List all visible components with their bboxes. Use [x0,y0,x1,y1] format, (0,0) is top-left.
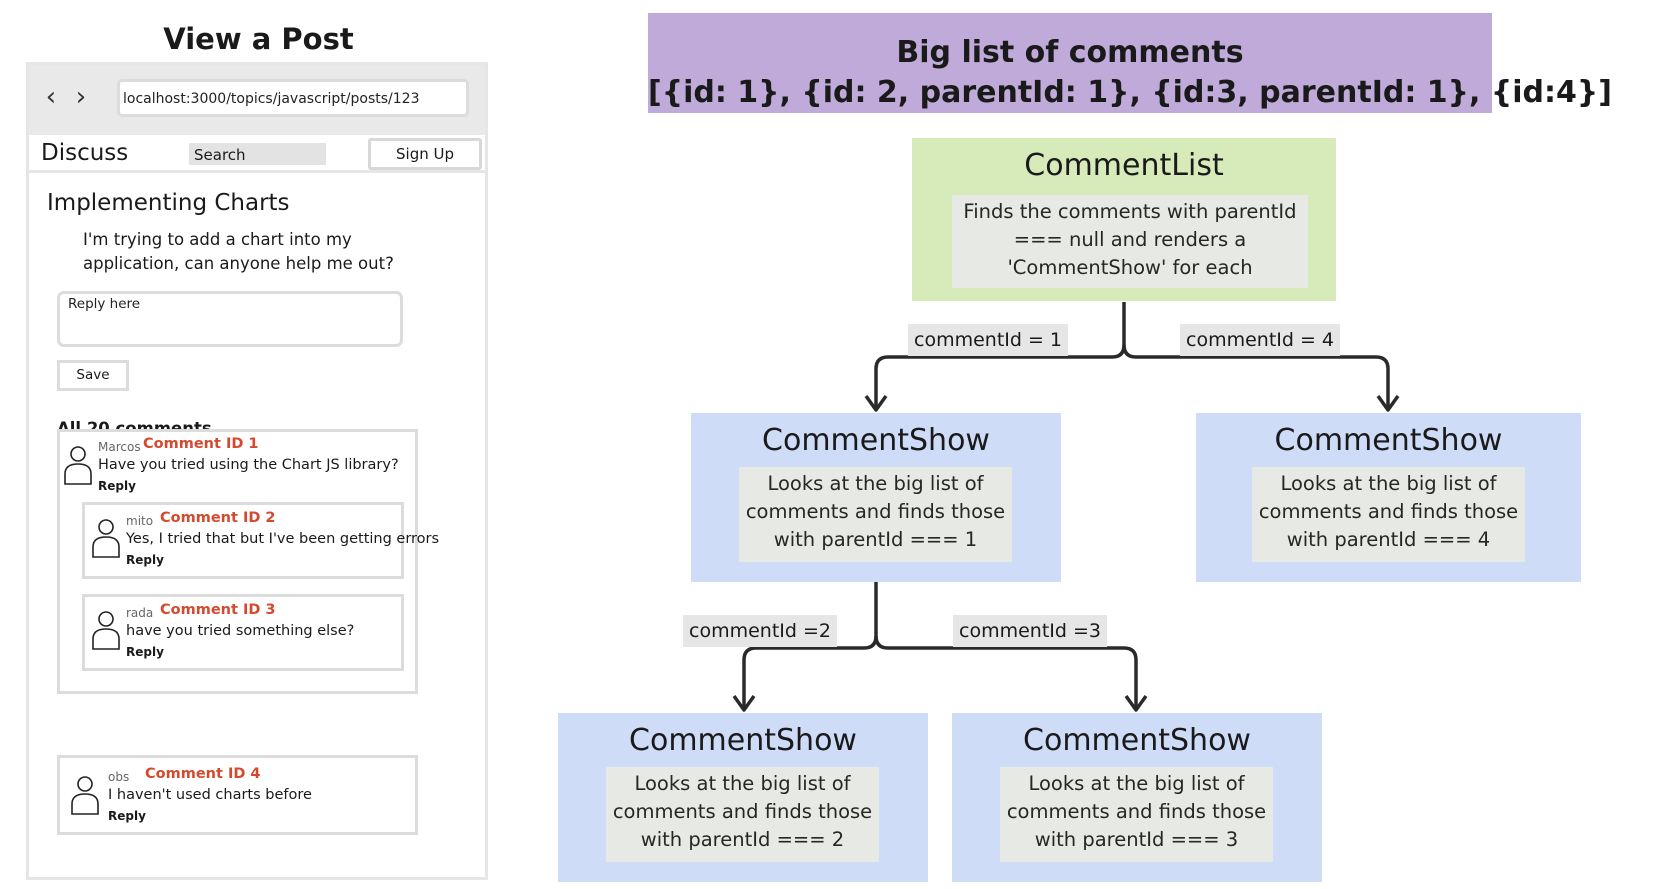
avatar-icon [64,446,92,485]
reply-link[interactable]: Reply [98,479,136,493]
node-description: Looks at the big list of comments and fi… [1000,767,1273,862]
edge-label: commentId =2 [683,615,837,647]
reply-input[interactable]: Reply here [57,291,403,347]
comment-text: Have you tried using the Chart JS librar… [98,457,399,473]
comment-text: have you tried something else? [126,623,355,639]
search-input[interactable]: Search [189,143,326,165]
node-title: CommentShow [1274,423,1503,458]
url-bar[interactable]: localhost:3000/topics/javascript/posts/1… [117,79,469,117]
back-icon[interactable]: ‹ [45,82,57,112]
save-button[interactable]: Save [57,360,129,391]
sign-up-button[interactable]: Sign Up [368,138,482,170]
node-title: CommentList [1024,148,1224,183]
edge-label: commentId =3 [953,615,1107,647]
comments-data-header: Big list of comments [{id: 1}, {id: 2, p… [648,13,1612,113]
post-body: I'm trying to add a chart into my applic… [83,230,394,273]
header-data-array: [{id: 1}, {id: 2, parentId: 1}, {id:3, p… [648,75,1612,110]
node-description: Looks at the big list of comments and fi… [739,467,1012,562]
comment-author: mito [126,514,154,528]
comment-text: I haven't used charts before [108,787,312,803]
reply-link[interactable]: Reply [126,553,164,567]
node-description: Finds the comments with parentId === nul… [952,195,1308,288]
comment-item: obs Comment ID 4 I haven't used charts b… [57,755,418,835]
browser-window: ‹ › localhost:3000/topics/javascript/pos… [26,62,488,880]
node-title: CommentShow [1023,723,1251,758]
brand-logo[interactable]: Discuss [41,140,129,166]
app-header: Discuss Search Sign Up [29,135,485,173]
node-description: Looks at the big list of comments and fi… [606,767,879,862]
avatar-icon [92,519,120,558]
comment-show-node: CommentShow Looks at the big list of com… [952,713,1322,882]
browser-toolbar: ‹ › localhost:3000/topics/javascript/pos… [29,65,485,135]
comment-author: rada [126,606,154,620]
node-title: CommentShow [762,423,990,458]
comment-text: Yes, I tried that but I've been getting … [126,531,440,547]
edge-root-to-node4 [1122,344,1390,408]
mockup-title: View a Post [163,22,354,56]
edge-label: commentId = 4 [1180,324,1341,356]
reply-link[interactable]: Reply [108,809,146,823]
comment-show-node: CommentShow Looks at the big list of com… [691,413,1061,582]
avatar-icon [71,776,99,815]
forward-icon[interactable]: › [75,82,87,112]
reply-link[interactable]: Reply [126,645,164,659]
comment-show-node: CommentShow Looks at the big list of com… [558,713,928,882]
comment-id-label: Comment ID 3 [160,602,276,618]
comment-id-label: Comment ID 4 [145,766,261,782]
node-description: Looks at the big list of comments and fi… [1252,467,1525,562]
header-title: Big list of comments [896,35,1244,70]
comment-thread: Marcos Comment ID 1 Have you tried using… [57,429,439,694]
comment-id-label: Comment ID 2 [160,510,276,526]
comment-author: obs [108,770,130,784]
comment-item: mito Comment ID 2 Yes, I tried that but … [82,502,439,579]
edge-node1-to-node3 [874,635,1138,708]
comment-item: rada Comment ID 3 have you tried somethi… [82,594,404,671]
comment-list-node: CommentList Finds the comments with pare… [912,138,1336,301]
comment-author: Marcos [98,440,141,454]
post-title: Implementing Charts [47,190,290,216]
comment-id-label: Comment ID 1 [143,436,259,452]
node-title: CommentShow [629,723,857,758]
comment-show-node: CommentShow Looks at the big list of com… [1196,413,1581,582]
avatar-icon [92,611,120,650]
edge-label: commentId = 1 [908,324,1069,356]
